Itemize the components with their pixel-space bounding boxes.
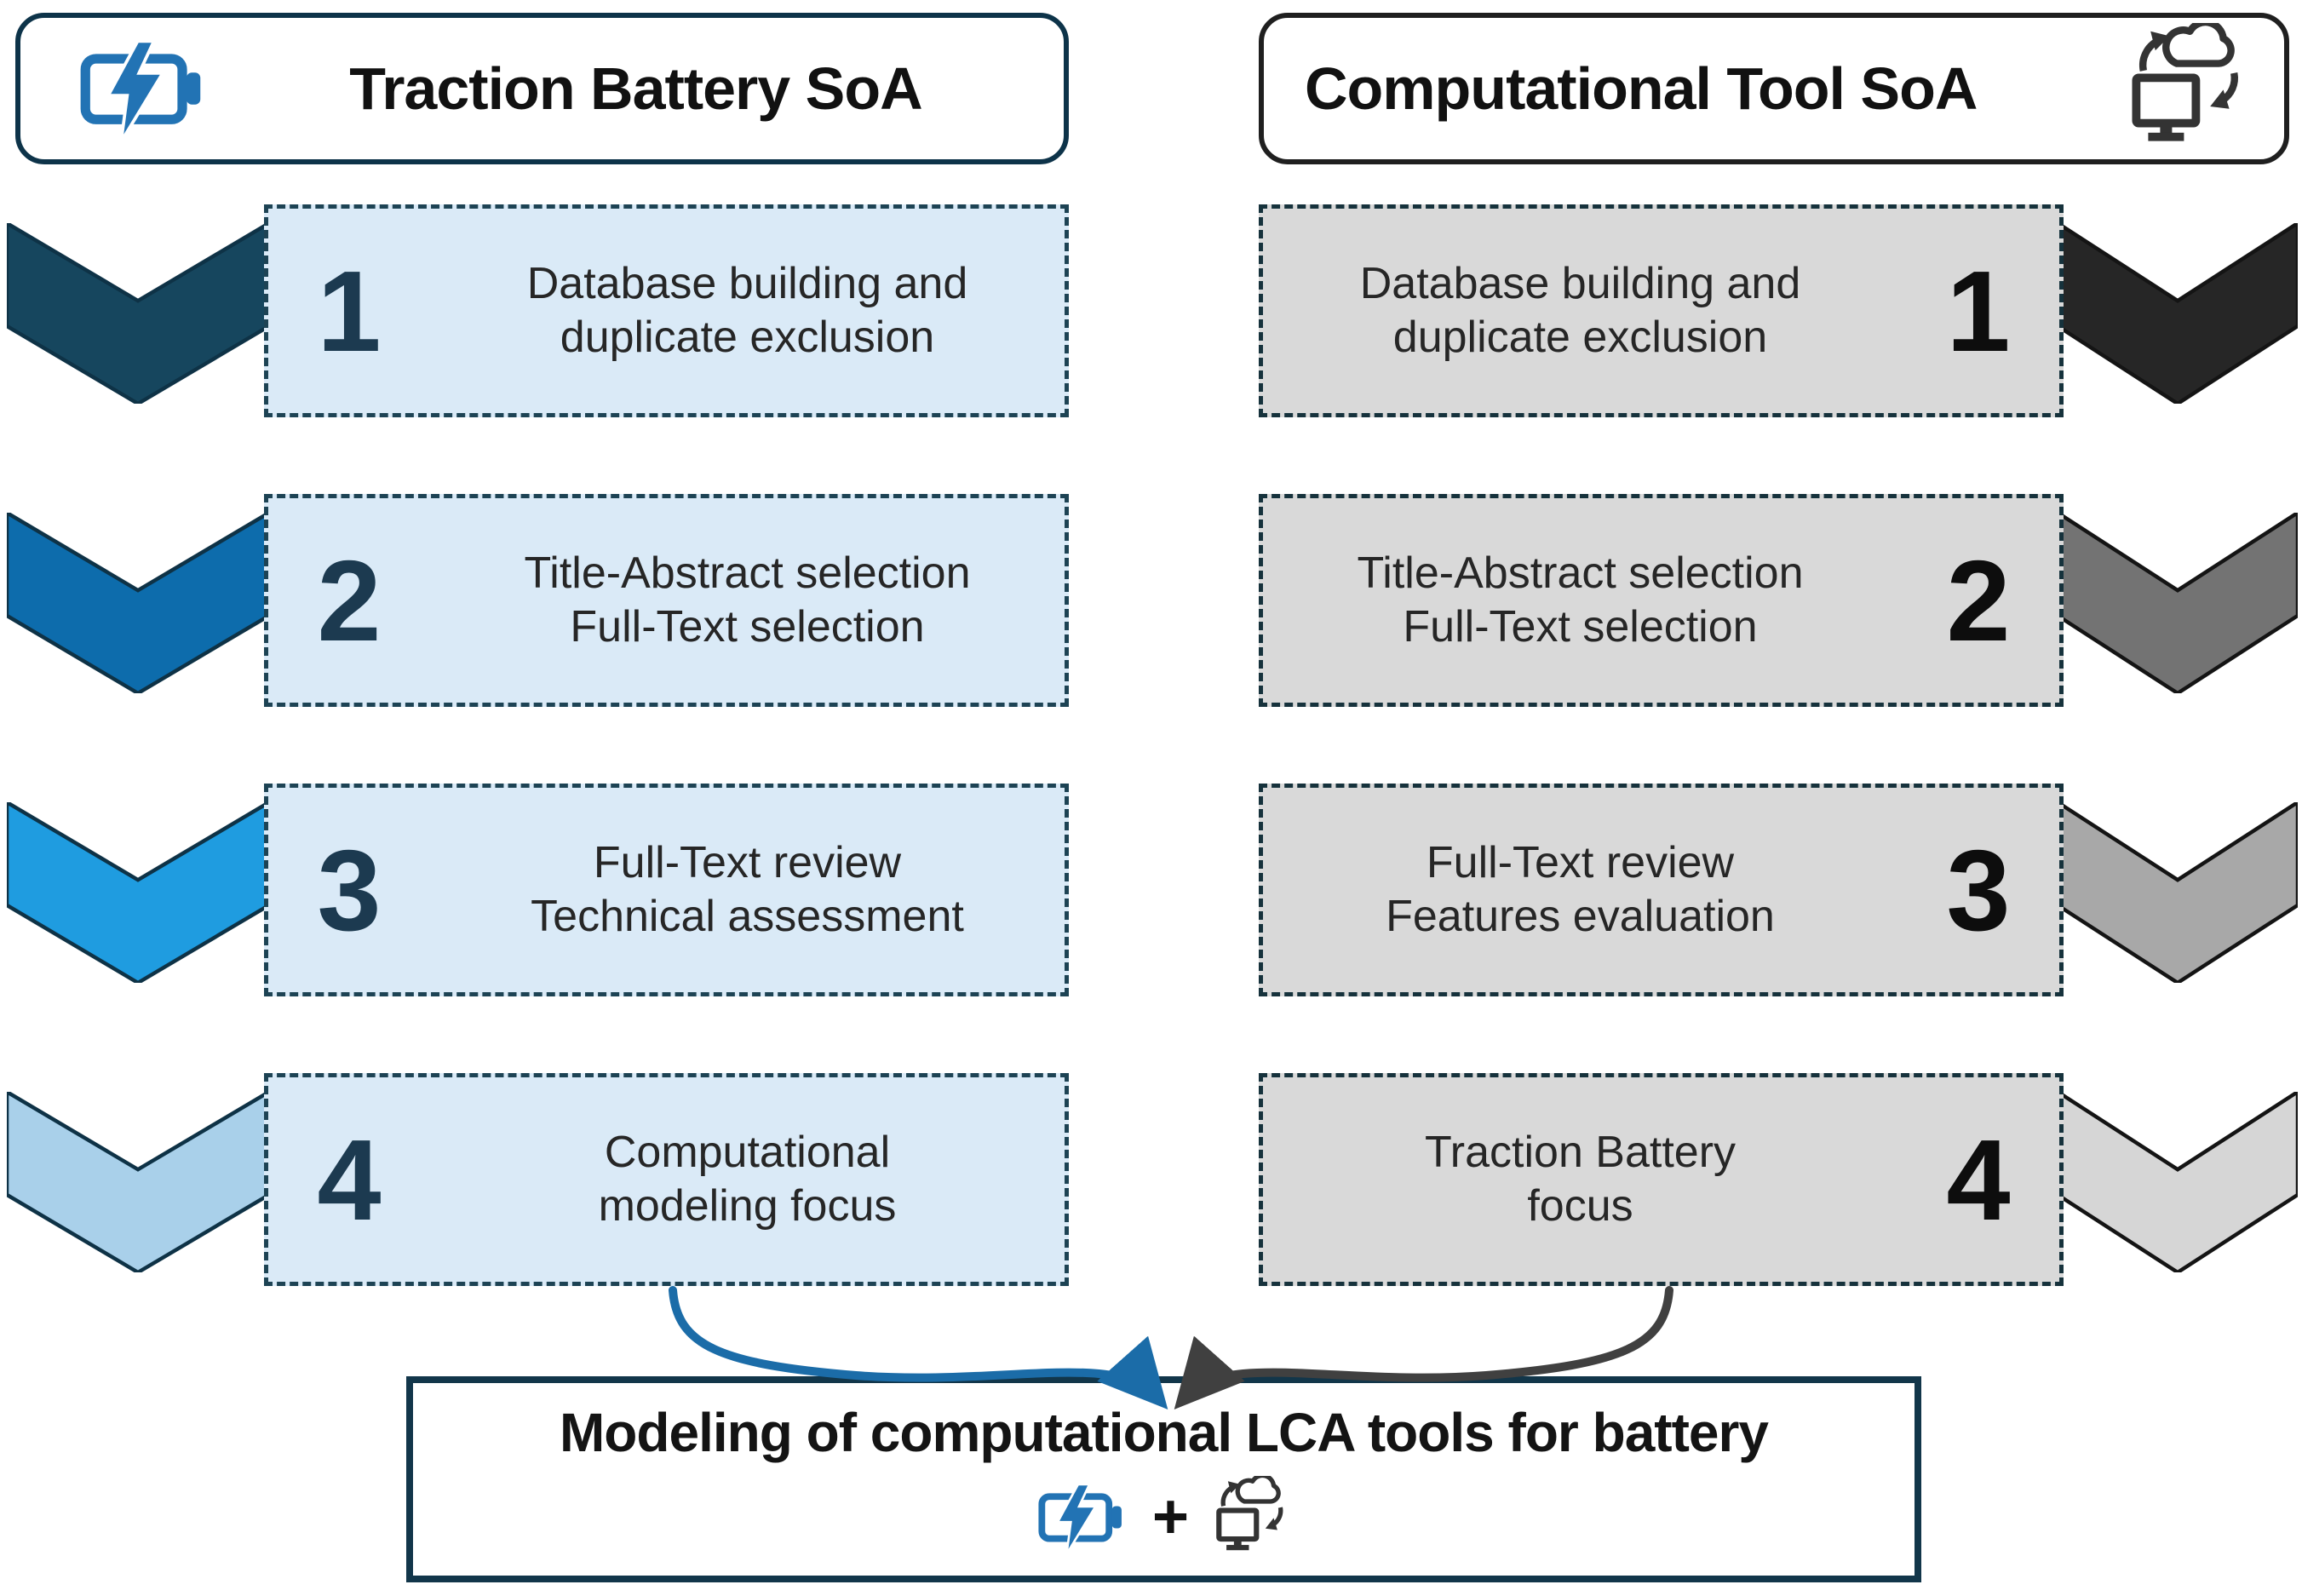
left-step-3: 3 Full-Text review Technical assessment [264,784,1069,996]
left-step-1-line1: Database building and [526,258,968,308]
computer-cloud-sync-icon [1214,1475,1289,1559]
left-chevron-2 [7,513,269,693]
left-chevron-4 [7,1092,269,1272]
right-chevron-2 [2058,513,2298,693]
left-step-4-label: Computational modeling focus [430,1077,1065,1282]
right-step-1-label: Database building and duplicate exclusio… [1263,209,1897,413]
right-track-title-box: Computational Tool SoA [1259,13,2289,164]
left-step-2: 2 Title-Abstract selection Full-Text sel… [264,494,1069,707]
right-step-3-line1: Full-Text review [1426,837,1735,887]
left-step-4: 4 Computational modeling focus [264,1073,1069,1286]
left-step-3-line1: Full-Text review [593,837,902,887]
right-step-1-line1: Database building and [1359,258,1801,308]
right-chevron-1 [2058,223,2298,404]
right-step-2-label: Title-Abstract selection Full-Text selec… [1263,498,1897,703]
right-step-3-line2: Features evaluation [1386,892,1775,941]
right-step-3: Full-Text review Features evaluation 3 [1259,784,2064,996]
result-box: Modeling of computational LCA tools for … [406,1376,1921,1582]
left-step-2-line1: Title-Abstract selection [524,548,971,598]
right-step-4-label: Traction Battery focus [1263,1077,1897,1282]
left-step-1-line2: duplicate exclusion [560,313,935,362]
left-track-title: Traction Battery SoA [349,55,922,122]
left-step-3-number: 3 [317,825,382,955]
left-track-title-box: Traction Battery SoA [15,13,1069,164]
right-step-2-line1: Title-Abstract selection [1357,548,1804,598]
left-step-4-line1: Computational [604,1127,891,1177]
right-step-4-number: 4 [1946,1115,2011,1244]
right-step-3-label: Full-Text review Features evaluation [1263,788,1897,992]
right-step-1: Database building and duplicate exclusio… [1259,204,2064,417]
result-icons: + [1038,1475,1289,1559]
right-track-title: Computational Tool SoA [1305,55,1978,122]
left-chevron-1 [7,223,269,404]
right-step-4-line1: Traction Battery [1424,1127,1737,1177]
right-step-2: Title-Abstract selection Full-Text selec… [1259,494,2064,707]
left-chevron-3 [7,802,269,983]
battery-icon [1038,1484,1127,1549]
left-step-3-label: Full-Text review Technical assessment [430,788,1065,992]
right-step-4: Traction Battery focus 4 [1259,1073,2064,1286]
plus-sign: + [1151,1481,1190,1552]
left-step-2-label: Title-Abstract selection Full-Text selec… [430,498,1065,703]
right-step-1-number: 1 [1946,246,2011,376]
result-title: Modeling of computational LCA tools for … [559,1401,1769,1463]
left-step-3-line2: Technical assessment [531,892,964,941]
right-chevron-4 [2058,1092,2298,1272]
right-chevron-3 [2058,802,2298,983]
battery-icon [80,43,208,135]
left-step-4-line2: modeling focus [598,1181,897,1231]
left-step-1-label: Database building and duplicate exclusio… [430,209,1065,413]
left-step-4-number: 4 [317,1115,382,1244]
computer-cloud-sync-icon [2129,23,2248,154]
right-step-2-line2: Full-Text selection [1403,602,1758,652]
right-step-1-line2: duplicate exclusion [1392,313,1768,362]
left-step-2-number: 2 [317,536,382,665]
right-step-4-line2: focus [1527,1181,1633,1231]
left-step-1: 1 Database building and duplicate exclus… [264,204,1069,417]
right-step-2-number: 2 [1946,536,2011,665]
left-step-2-line2: Full-Text selection [570,602,925,652]
right-step-3-number: 3 [1946,825,2011,955]
left-step-1-number: 1 [317,246,382,376]
